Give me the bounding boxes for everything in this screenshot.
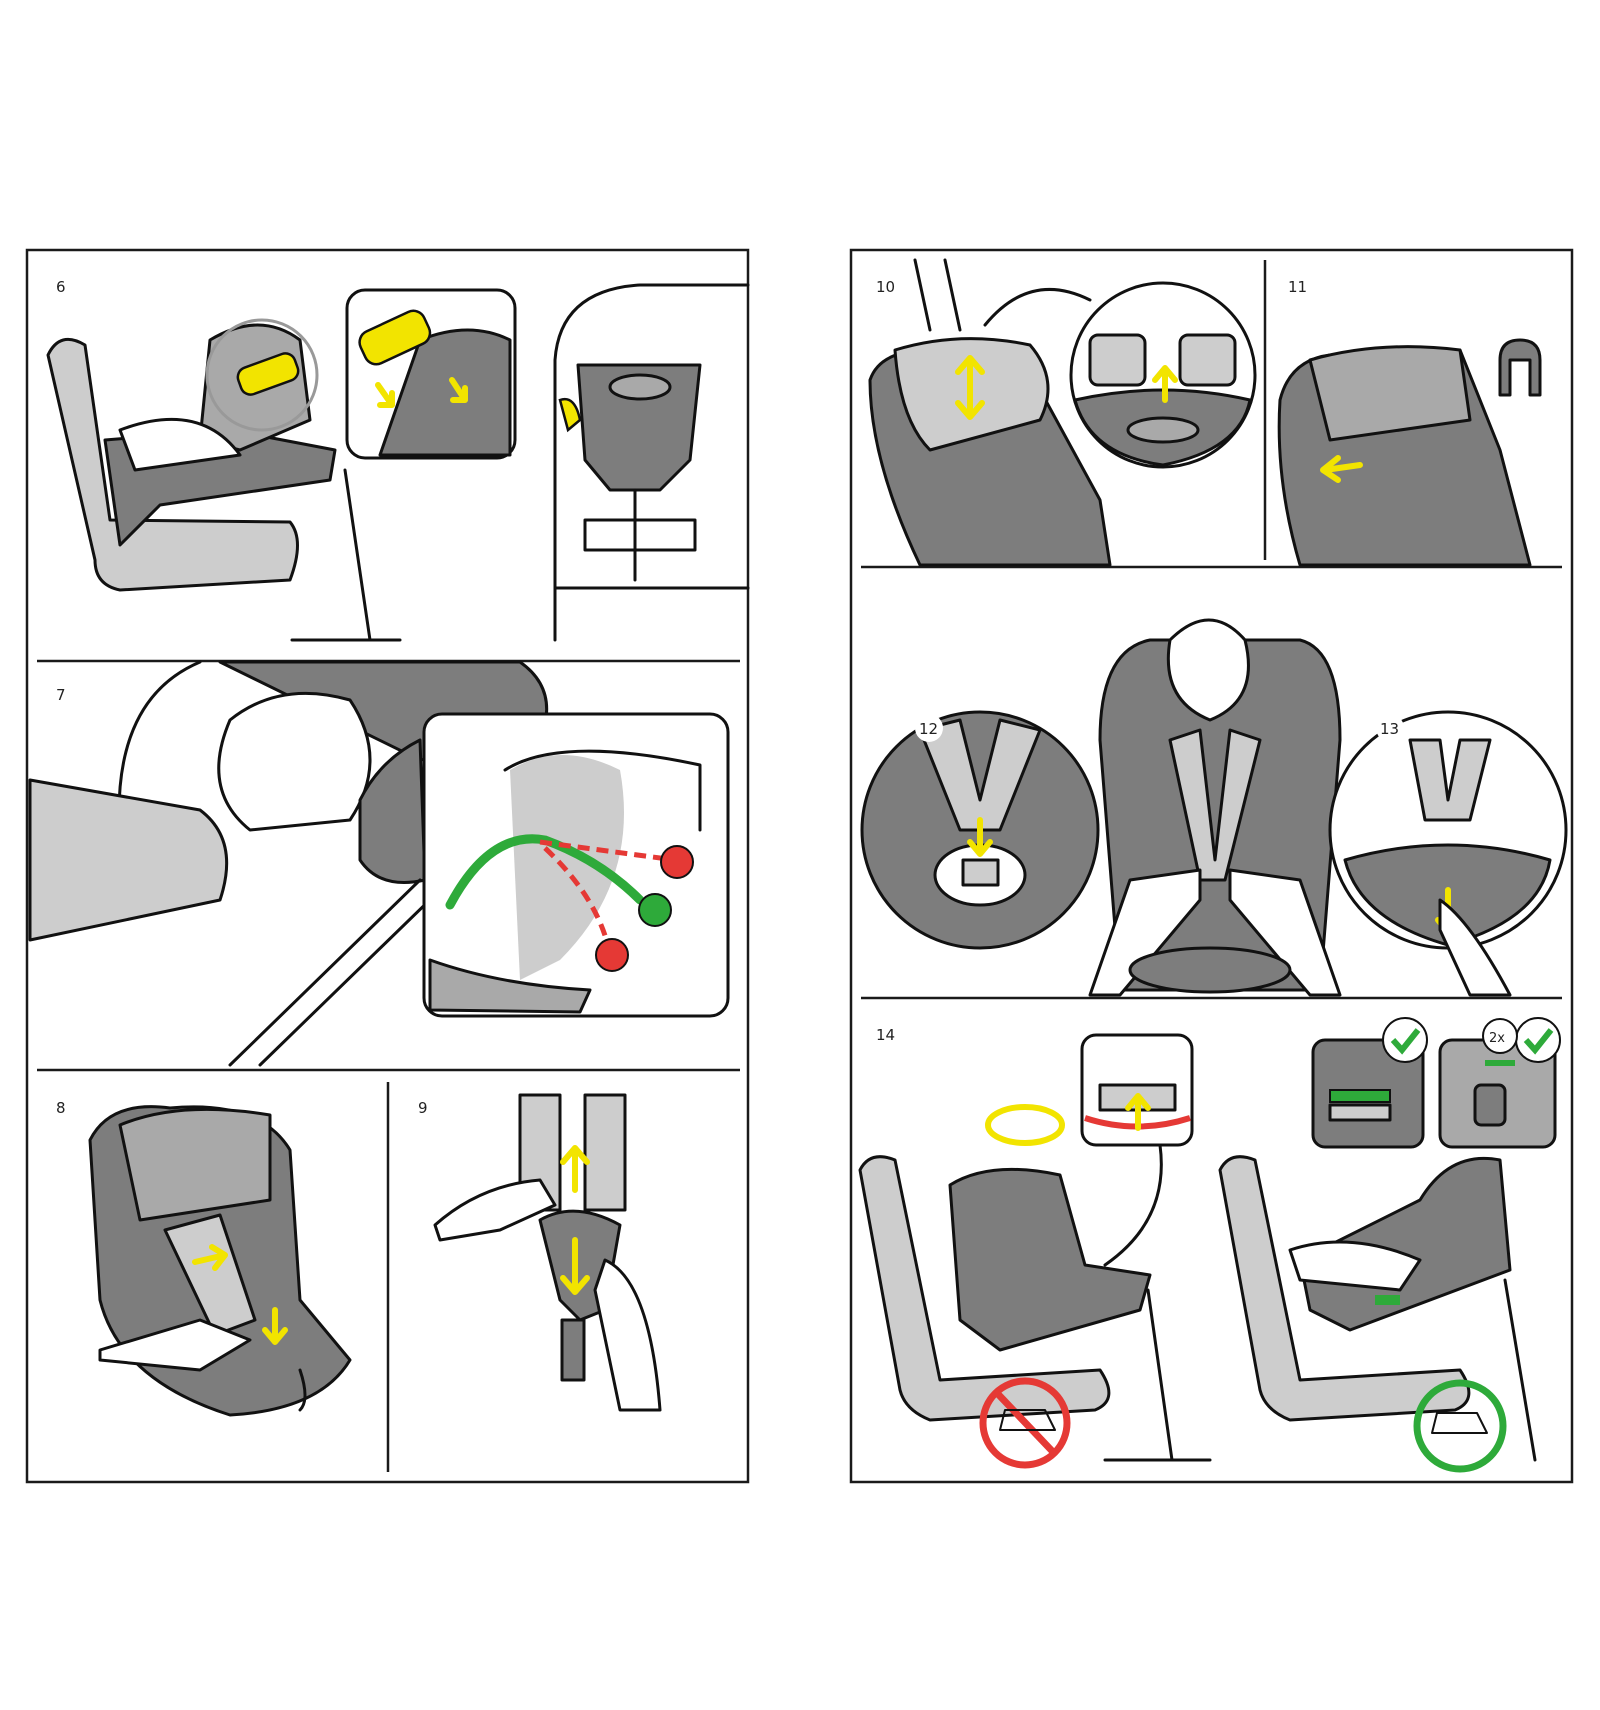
step-11-illustration: 11: [1277, 278, 1542, 567]
right-page: 10 11: [849, 248, 1574, 1484]
step-number: 12: [919, 720, 938, 738]
step-7-illustration: 7: [28, 660, 730, 1067]
step-14-illustration: 14: [858, 1017, 1561, 1473]
step-number: 6: [56, 278, 66, 296]
step-number: 7: [56, 686, 66, 704]
step-10-illustration: 10: [868, 258, 1257, 567]
step-8-illustration: 8: [56, 1099, 352, 1417]
step-number: 10: [876, 278, 895, 296]
step-6-illustration: 6: [46, 278, 750, 642]
step-9-illustration: 9: [418, 1093, 662, 1412]
step-12-13-illustration: 12 13: [860, 618, 1568, 997]
step-number: 9: [418, 1099, 428, 1117]
left-page: 6 7: [25, 248, 750, 1484]
step-number: 13: [1380, 720, 1399, 738]
twice-badge: 2x: [1489, 1031, 1505, 1046]
step-number: 11: [1288, 278, 1307, 296]
step-number: 8: [56, 1099, 66, 1117]
step-number: 14: [876, 1026, 895, 1044]
